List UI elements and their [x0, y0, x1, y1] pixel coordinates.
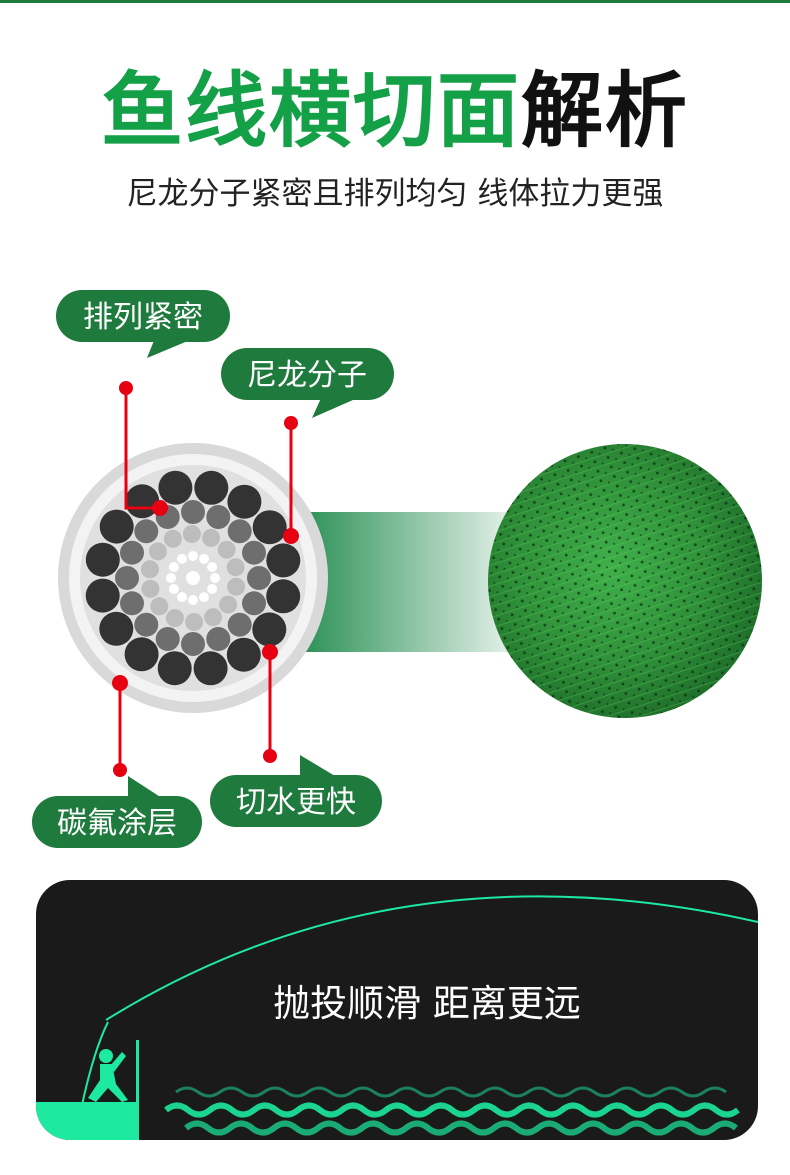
fishing-line-cross-section-icon: [58, 443, 328, 713]
fiber-strand: [99, 509, 134, 544]
callout-coating-label: 碳氟涂层: [57, 806, 177, 841]
page-title: 鱼线横切面解析: [0, 62, 790, 162]
fiber-strand: [199, 553, 209, 564]
fiber-strand: [217, 540, 236, 559]
fiber-strand: [242, 591, 266, 616]
fiber-strand: [252, 510, 287, 545]
fiber-strand: [182, 525, 201, 543]
line-spool-texture-icon: [488, 444, 762, 718]
fiber-strand: [194, 470, 229, 505]
fiber-strand: [206, 627, 231, 651]
fiber-strand: [202, 528, 221, 547]
fiber-strand: [163, 529, 182, 548]
fiber-strand: [219, 595, 238, 614]
fiber-strand: [177, 592, 187, 603]
promo-banner: 抛投顺滑 距离更远: [36, 880, 758, 1140]
fiber-strand: [252, 612, 287, 647]
fiber-strand: [148, 542, 167, 561]
fiber-strand: [168, 584, 179, 594]
fiber-strand: [181, 632, 205, 656]
fiber-strand: [207, 562, 218, 572]
fiber-strand: [185, 613, 204, 631]
fiber-strand: [168, 562, 179, 572]
water-waves-icon: [164, 1086, 740, 1136]
fiber-strand: [266, 543, 301, 578]
page-title-rest: 解析: [521, 64, 690, 159]
fiber-strand: [85, 578, 120, 613]
fiber-strand: [85, 542, 120, 577]
fiber-strand: [141, 579, 160, 598]
callout-nylon-label: 尼龙分子: [247, 358, 367, 393]
fiber-strand: [210, 573, 220, 583]
fiber-strand: [247, 566, 271, 590]
cross-section-diagram: 排列紧密 尼龙分子 碳氟涂层 切水更快: [32, 290, 762, 848]
fiber-strand: [177, 553, 187, 564]
promo-art: [36, 895, 758, 1140]
callout-arrangement-label: 排列紧密: [83, 300, 203, 335]
fiber-strand: [124, 637, 159, 672]
fiber-strand: [134, 519, 159, 544]
fiber-strand: [181, 500, 205, 524]
pointer-lines: [118, 388, 293, 770]
fiber-strand: [166, 573, 176, 583]
fiber-strand: [120, 591, 144, 616]
page-title-highlight: 鱼线横切面: [100, 64, 521, 159]
page-subtitle: 尼龙分子紧密且排列均匀 线体拉力更强: [126, 176, 664, 212]
fiber-strand: [188, 551, 198, 561]
callout-water-cutting: 切水更快: [210, 755, 382, 827]
callout-coating: 碳氟涂层: [32, 776, 202, 848]
fiber-strand: [226, 637, 261, 672]
fiber-strand: [242, 540, 266, 565]
fiber-strand: [140, 560, 159, 579]
fiber-strand: [158, 470, 193, 505]
callout-water-cutting-label: 切水更快: [236, 785, 356, 820]
top-rule: [0, 0, 790, 3]
fiber-strand: [199, 592, 209, 603]
fiber-strand: [157, 651, 192, 686]
shore-platform: [36, 1102, 138, 1140]
fiber-strand: [204, 608, 223, 627]
fiber-strand: [134, 612, 159, 637]
fiber-strand: [99, 611, 134, 646]
callout-nylon: 尼龙分子: [221, 348, 394, 418]
pointer-dots: [112, 381, 299, 777]
fiber-strand: [207, 584, 218, 594]
fiber-strand: [120, 540, 144, 565]
casting-line: [105, 895, 758, 1021]
fiber-strand: [193, 651, 228, 686]
fiber-strand: [115, 566, 139, 590]
angler-casting-icon: [88, 1049, 128, 1102]
fiber-strand: [150, 597, 169, 616]
callout-arrangement: 排列紧密: [56, 290, 230, 358]
fiber-strand: [227, 577, 246, 596]
fiber-strand: [206, 505, 231, 529]
promo-text: 抛投顺滑 距离更远: [273, 982, 581, 1025]
fiber-strand: [226, 558, 245, 577]
fiber-strand: [266, 579, 301, 614]
fiber-strand: [227, 484, 262, 519]
fiber-strand: [155, 627, 180, 651]
fiber-strand: [227, 519, 252, 544]
fiber-strand: [165, 609, 184, 628]
fiber-strand: [227, 612, 252, 637]
fiber-strand: [125, 484, 160, 519]
fiber-strand: [188, 595, 198, 605]
